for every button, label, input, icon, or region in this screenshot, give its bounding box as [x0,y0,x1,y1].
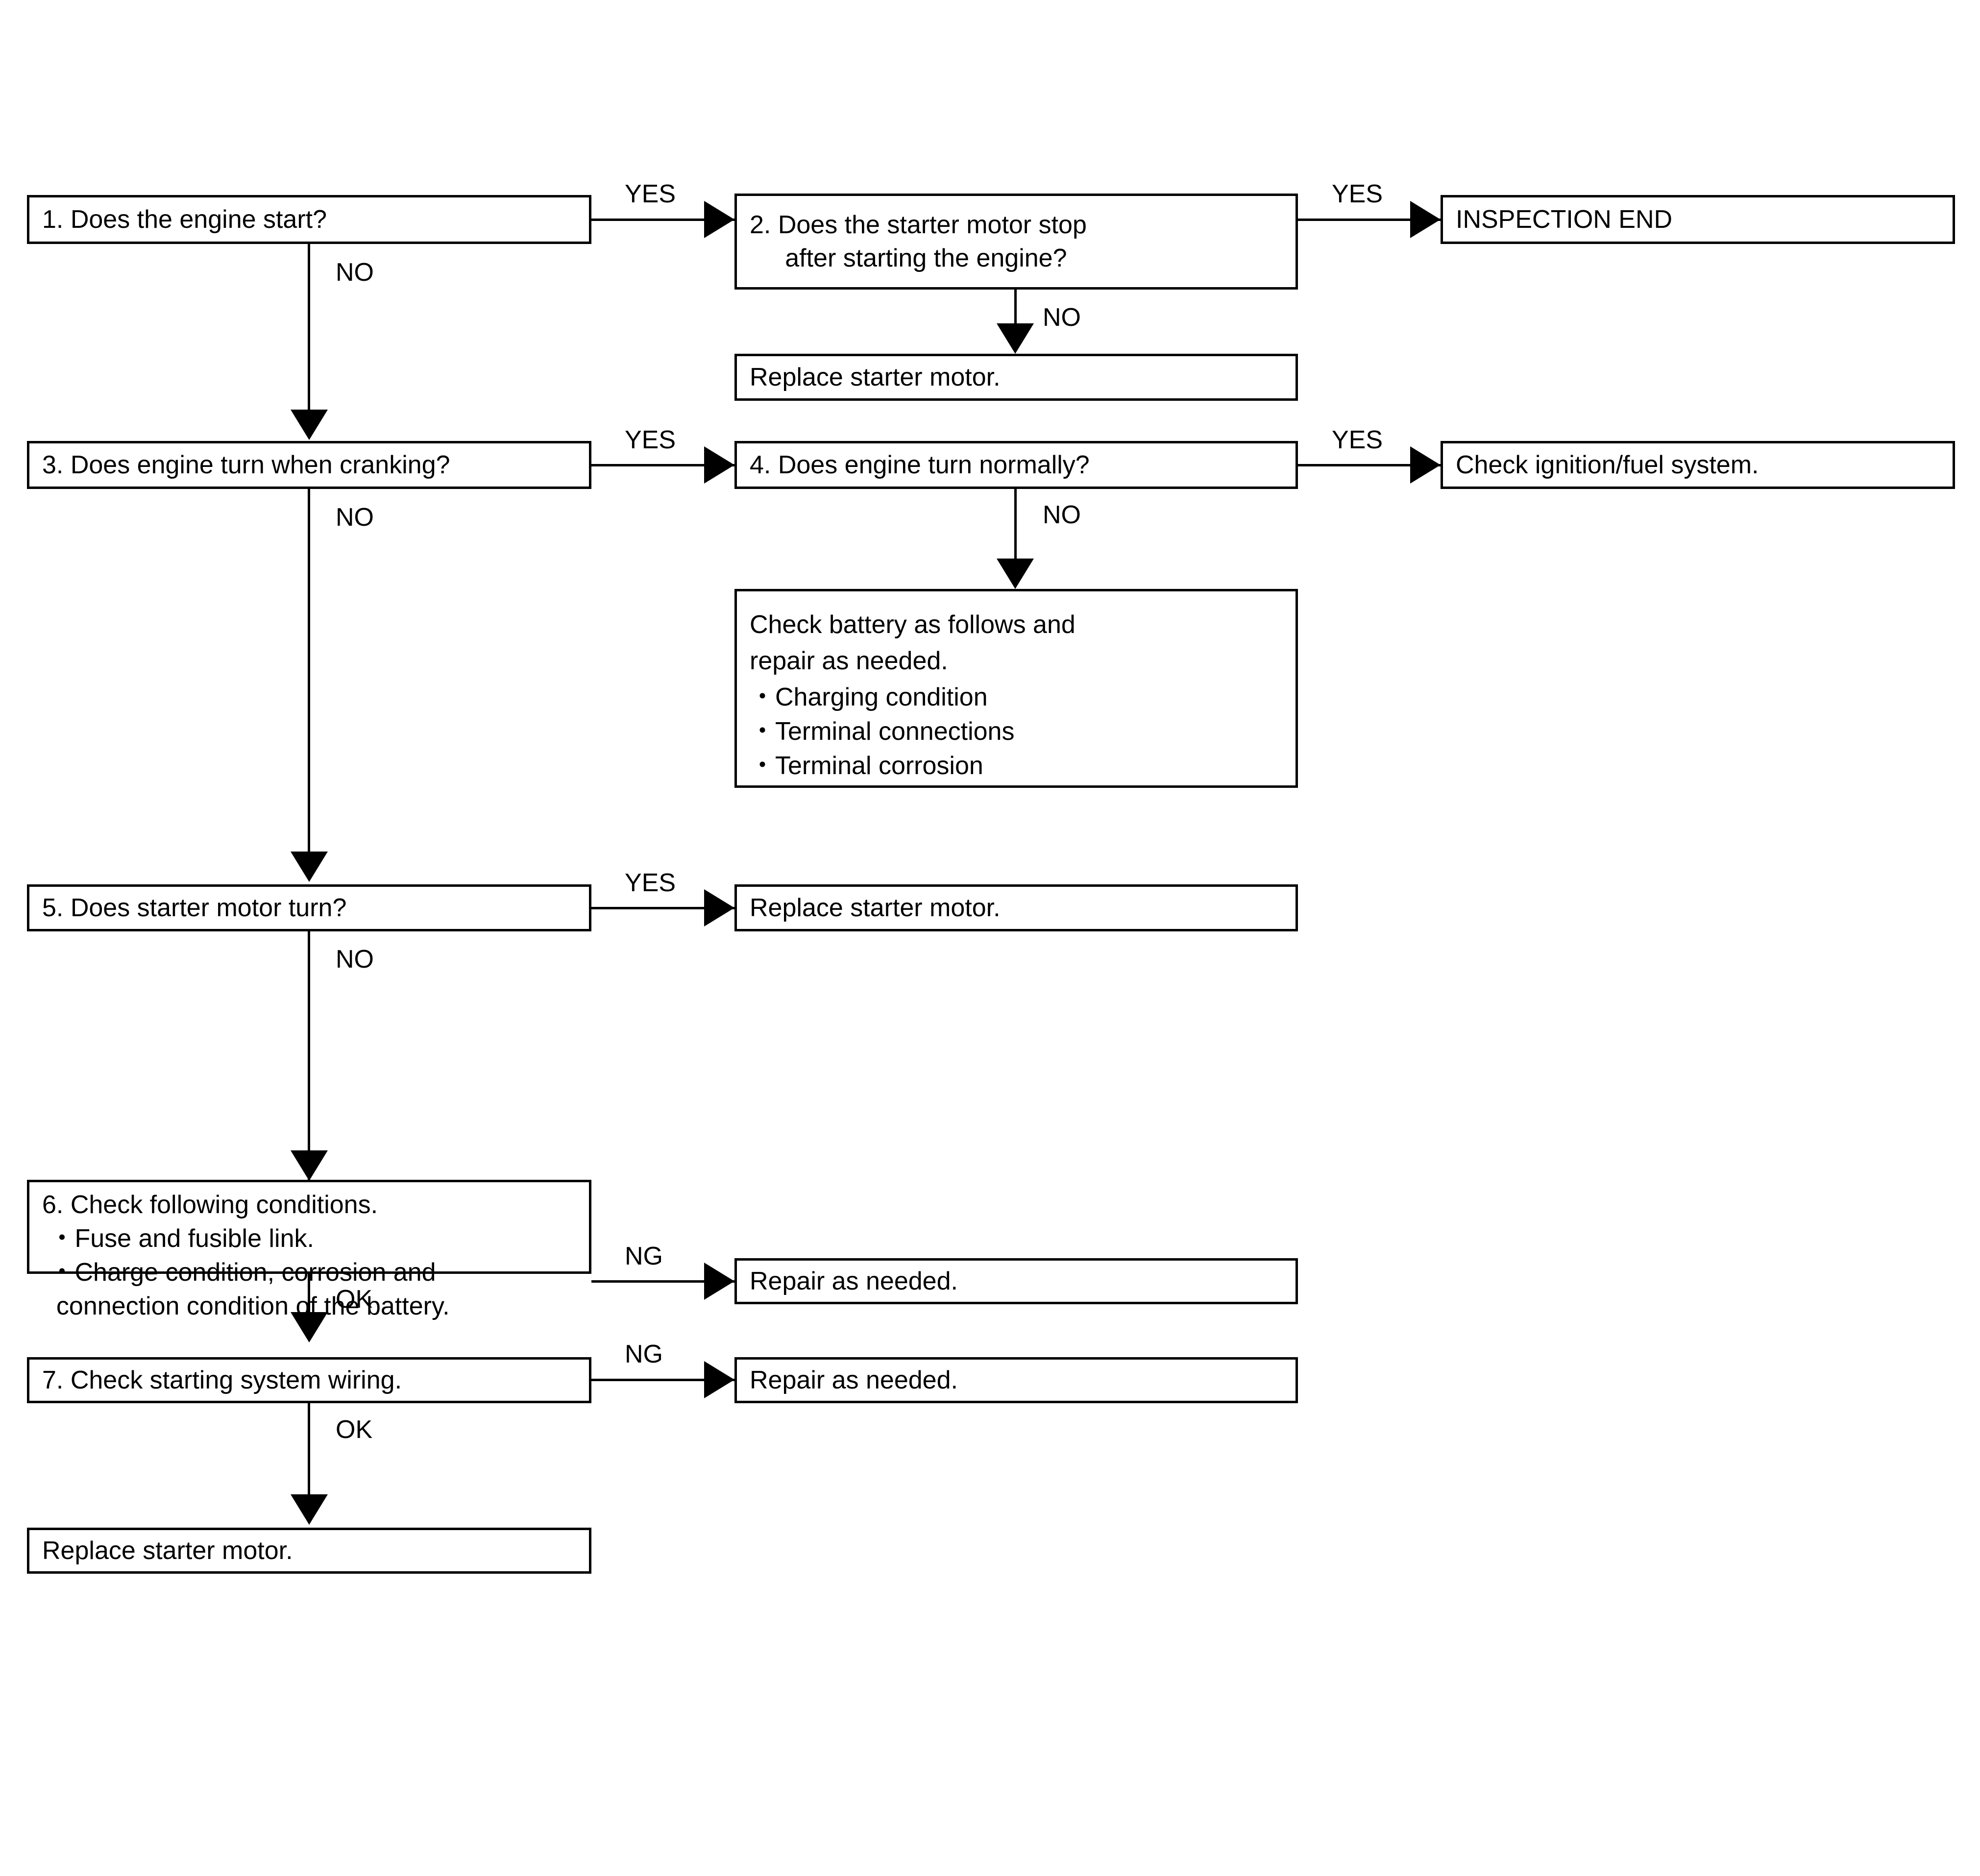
node-step-6-bullet-1: ・Fuse and fusible link. [42,1224,314,1253]
node-replace-starter-motor-step2-label: Replace starter motor. [750,363,1001,391]
edge-7-to-repair-arrowhead [704,1361,734,1398]
node-step-2-label-line1: 2. Does the starter motor stop [750,211,1087,239]
edge-label-yes-4-ignition: YES [1332,426,1383,454]
node-step-3-label: 3. Does engine turn when cranking? [42,451,450,479]
edge-label-yes-1-2: YES [625,180,676,208]
edge-label-yes-2-end: YES [1332,180,1383,208]
node-step-7-label: 7. Check starting system wiring. [42,1366,402,1394]
edge-5-to-replace-arrowhead [704,889,734,926]
node-step-4[interactable]: 4. Does engine turn normally? [734,441,1298,489]
node-replace-starter-motor-step5[interactable]: Replace starter motor. [734,884,1298,931]
edge-2-to-replace-arrowhead [997,323,1034,354]
node-check-battery-bullet-1: ・Charging condition [750,683,988,711]
node-repair-as-needed-step7-label: Repair as needed. [750,1366,958,1394]
edge-2-to-end-line [1298,219,1441,221]
node-replace-starter-motor-final-label: Replace starter motor. [42,1536,293,1565]
node-step-6-bullet-2: ・Charge condition, corrosion and [42,1258,436,1287]
node-check-battery-bullet-3: ・Terminal corrosion [750,752,983,780]
edge-label-no-2-replace: NO [1043,303,1081,332]
node-step-6-line1: 6. Check following conditions. [42,1191,378,1219]
edge-label-yes-3-4: YES [625,426,676,454]
edge-label-no-1-3: NO [336,258,374,287]
node-replace-starter-motor-step5-label: Replace starter motor. [750,894,1001,922]
node-check-ignition-fuel-system[interactable]: Check ignition/fuel system. [1441,441,1955,489]
node-check-battery-line2: repair as needed. [750,647,948,675]
node-step-5-label: 5. Does starter motor turn? [42,894,347,922]
edge-2-to-end-arrowhead [1410,201,1441,238]
node-check-battery-line1: Check battery as follows and [750,610,1076,639]
edge-7-to-final-stem [308,1403,310,1501]
edge-label-yes-5-replace: YES [625,869,676,897]
edge-6-to-repair-arrowhead [704,1263,734,1300]
node-step-1-label: 1. Does the engine start? [42,205,327,234]
edge-6-to-7-stem [308,1274,310,1318]
edge-4-to-ignition-line [1298,464,1441,466]
edge-4-to-battery-arrowhead [997,559,1034,589]
edge-1-to-3-stem [308,244,310,411]
edge-6-to-7-arrowhead [291,1312,328,1342]
edge-3-to-4-arrowhead [704,446,734,484]
edge-5-to-6-stem [308,931,310,1180]
node-repair-as-needed-step6[interactable]: Repair as needed. [734,1258,1298,1304]
edge-5-to-6-arrowhead [291,1150,328,1181]
node-step-2-label-line2: after starting the engine? [750,244,1067,272]
node-repair-as-needed-step7[interactable]: Repair as needed. [734,1357,1298,1403]
node-repair-as-needed-step6-label: Repair as needed. [750,1267,958,1295]
edge-3-to-5-stem [308,489,310,853]
edge-4-to-battery-stem [1014,489,1017,562]
edge-1-to-2-arrowhead [704,201,734,238]
node-step-3[interactable]: 3. Does engine turn when cranking? [27,441,591,489]
edge-5-to-replace-line [591,907,734,909]
edge-label-no-4-battery: NO [1043,501,1081,529]
node-check-battery-bullet-2: ・Terminal connections [750,717,1015,746]
edge-3-to-4-line [591,464,734,466]
node-step-4-label: 4. Does engine turn normally? [750,451,1090,479]
node-replace-starter-motor-step2[interactable]: Replace starter motor. [734,354,1298,401]
edge-6-to-repair-line [591,1280,734,1283]
node-check-ignition-fuel-system-label: Check ignition/fuel system. [1456,451,1759,479]
node-inspection-end-label: INSPECTION END [1456,205,1673,234]
edge-label-no-3-5: NO [336,503,374,532]
node-step-7[interactable]: 7. Check starting system wiring. [27,1357,591,1403]
edge-label-ok-6-7: OK [336,1285,373,1314]
edge-4-to-ignition-arrowhead [1410,446,1441,484]
node-step-1[interactable]: 1. Does the engine start? [27,195,591,244]
node-replace-starter-motor-final[interactable]: Replace starter motor. [27,1528,591,1574]
edge-7-to-repair-line [591,1379,734,1381]
edge-1-to-3-arrowhead [291,410,328,440]
edge-label-ok-7-replace: OK [336,1415,373,1444]
node-step-2[interactable]: 2. Does the starter motor stop after sta… [734,194,1298,290]
edge-7-to-final-arrowhead [291,1494,328,1525]
node-inspection-end[interactable]: INSPECTION END [1441,195,1955,244]
edge-2-to-replace-stem [1014,290,1017,331]
edge-label-no-5-6: NO [336,945,374,974]
edge-3-to-5-arrowhead [291,852,328,882]
node-step-5[interactable]: 5. Does starter motor turn? [27,884,591,931]
edge-label-ng-6-repair: NG [625,1242,663,1270]
edge-1-to-2-line [591,219,734,221]
node-step-6[interactable]: 6. Check following conditions. ・Fuse and… [27,1180,591,1319]
edge-label-ng-7-repair: NG [625,1340,663,1368]
node-check-battery[interactable]: Check battery as follows and repair as n… [734,589,1298,788]
